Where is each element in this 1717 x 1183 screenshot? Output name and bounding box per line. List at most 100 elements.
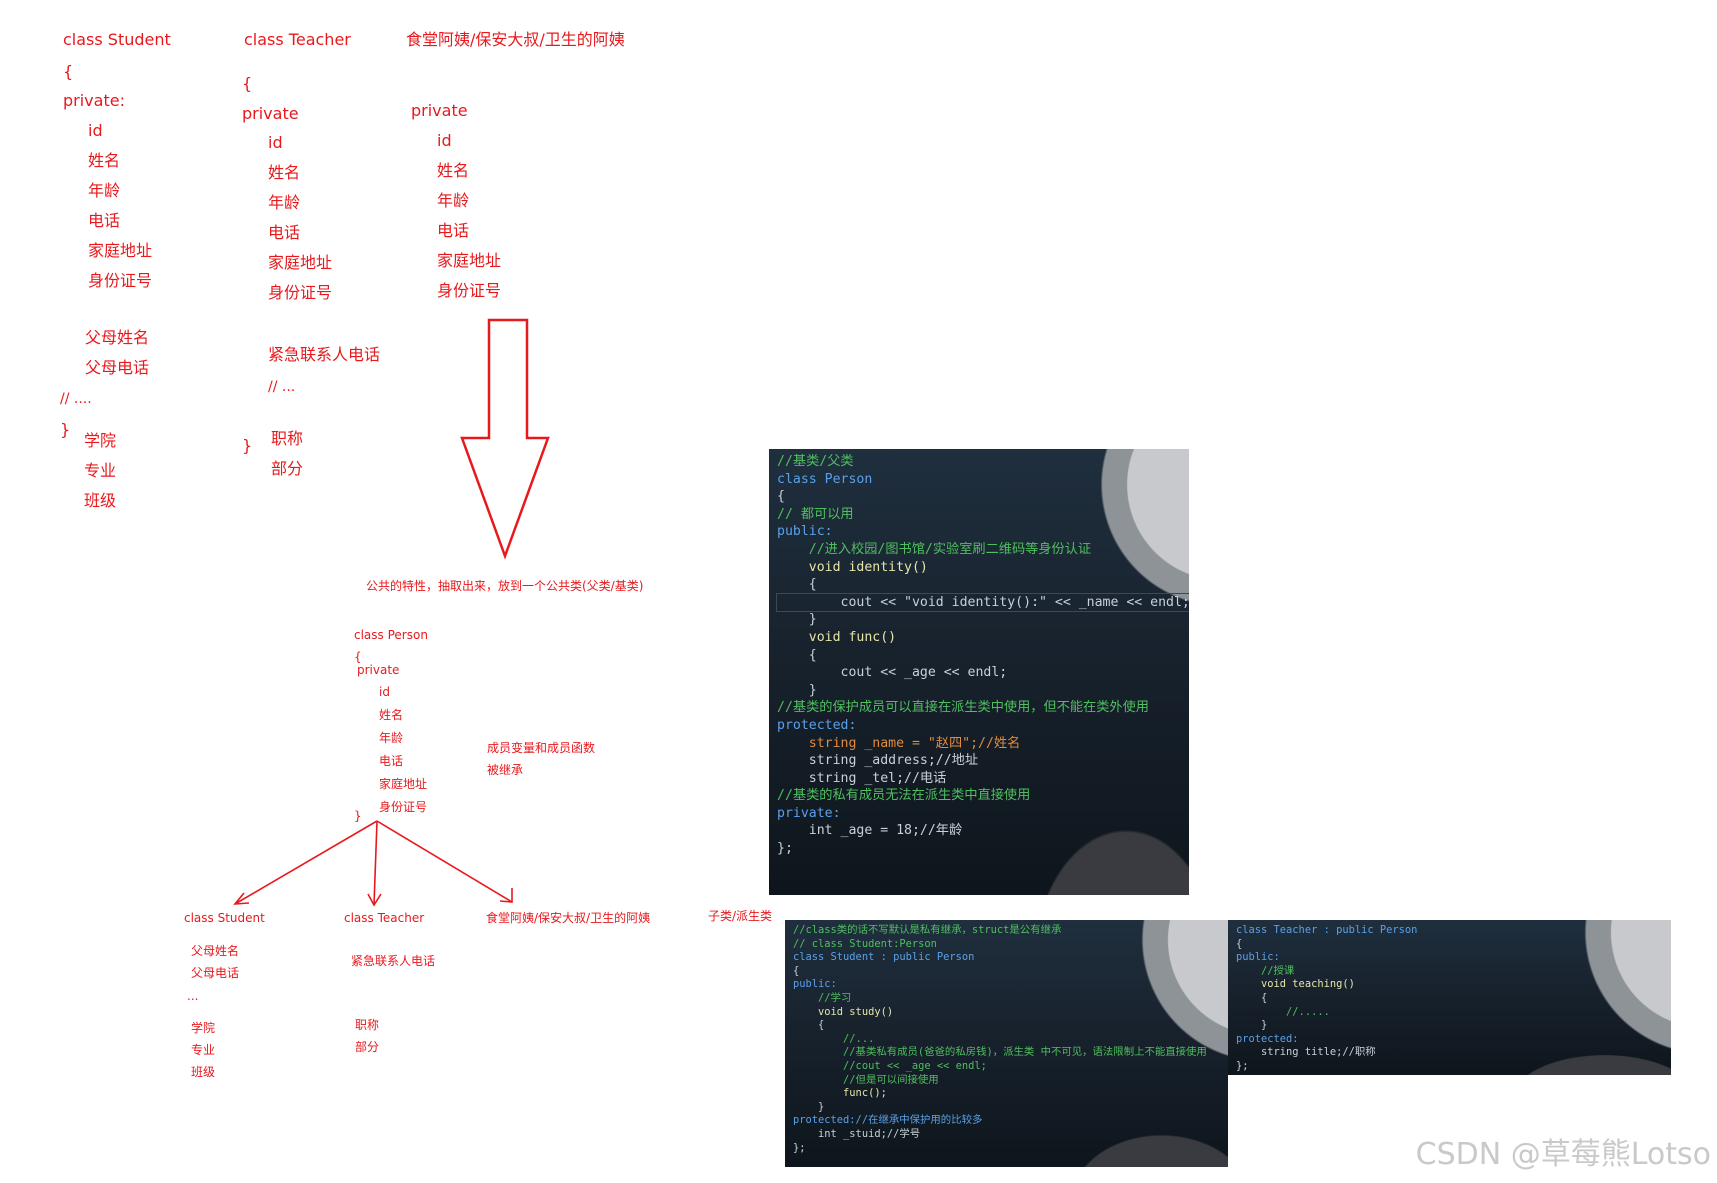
student-field: 年龄 <box>88 181 121 200</box>
teacher-field: 电话 <box>268 223 301 242</box>
child-student-item: 父母电话 <box>191 966 240 980</box>
code-line: string _name = "赵四";//姓名 <box>777 735 1021 751</box>
code-line: class Teacher : public Person <box>1236 924 1418 936</box>
student-tail: 专业 <box>84 461 117 480</box>
code-line: { <box>777 577 817 593</box>
teacher-field: 家庭地址 <box>268 253 333 272</box>
person-note: 成员变量和成员函数 <box>487 741 596 755</box>
code-line: public: <box>777 524 833 540</box>
code-line: //..... <box>1236 1005 1330 1018</box>
child-student-item: 班级 <box>191 1065 216 1079</box>
code-line: //学习 <box>793 991 852 1004</box>
person-field: id <box>379 685 390 699</box>
student-title: class Student <box>63 30 171 49</box>
staff-field: 年龄 <box>437 191 470 210</box>
derived-class-label: 子类/派生类 <box>708 909 773 923</box>
code-line: // class Student:Person <box>793 937 937 950</box>
student-extra: 父母电话 <box>85 358 150 377</box>
code-line: private: <box>777 805 841 821</box>
child-student-item: 专业 <box>191 1043 216 1057</box>
teacher-field: id <box>268 133 283 152</box>
branch-line-student <box>234 820 378 905</box>
code-line: int _stuid;//学号 <box>793 1127 921 1140</box>
code-line: func(); <box>793 1087 887 1100</box>
code-line: cout << _age << endl; <box>777 665 1008 681</box>
code-line: protected: <box>777 717 857 733</box>
person-field: 身份证号 <box>379 800 428 814</box>
code-panel-teacher: class Teacher : public Person{public: //… <box>1228 920 1671 1075</box>
person-access: private <box>357 663 400 677</box>
code-line: } <box>777 682 817 698</box>
code-line: }; <box>777 841 793 857</box>
teacher-field: 年龄 <box>268 193 301 212</box>
student-access: private: <box>63 91 125 110</box>
child-teacher-item: 部分 <box>355 1040 380 1054</box>
staff-field: 家庭地址 <box>437 251 502 270</box>
code-line: string title;//职称 <box>1236 1046 1376 1059</box>
code-line: //基类私有成员(爸爸的私房钱)，派生类 中不可见，语法限制上不能直接使用 <box>793 1046 1207 1059</box>
student-field: id <box>88 121 103 140</box>
student-tail: 班级 <box>84 491 117 510</box>
teacher-close-brace: } <box>242 436 253 455</box>
code-line: protected://在继承中保护用的比较多 <box>793 1114 983 1127</box>
staff-field: id <box>437 131 452 150</box>
teacher-title: class Teacher <box>244 30 351 49</box>
teacher-tail: 职称 <box>271 429 304 448</box>
person-close-brace: } <box>354 809 362 823</box>
code-line: } <box>793 1100 825 1113</box>
person-field: 年龄 <box>379 731 404 745</box>
code-line: }; <box>1236 1059 1249 1072</box>
person-title: class Person <box>354 628 428 642</box>
code-line: class Person <box>777 471 873 487</box>
person-field: 电话 <box>379 754 404 768</box>
person-note: 被继承 <box>487 763 524 777</box>
person-field: 家庭地址 <box>379 777 428 791</box>
code-line: //进入校园/图书馆/实验室刷二维码等身份认证 <box>777 541 1092 557</box>
code-line: public: <box>793 978 837 991</box>
code-line: string _tel;//电话 <box>777 770 947 786</box>
child-student-title: class Student <box>184 911 265 925</box>
student-field: 电话 <box>88 211 121 230</box>
down-arrow <box>460 318 550 560</box>
code-line: //基类的保护成员可以直接在派生类中使用，但不能在类外使用 <box>777 700 1149 716</box>
code-line: void identity() <box>777 559 928 575</box>
code-line: //class类的话不写默认是私有继承，struct是公有继承 <box>793 924 1062 936</box>
code-line: //基类/父类 <box>777 454 854 469</box>
code-panel-student: //class类的话不写默认是私有继承，struct是公有继承// class … <box>785 920 1228 1167</box>
teacher-access: private <box>242 104 299 123</box>
code-line: { <box>793 1019 825 1032</box>
code-line: //... <box>793 1032 875 1045</box>
watermark: CSDN @草莓熊Lotso <box>1415 1137 1711 1172</box>
code-line-highlighted: cout << "void identity():" << _name << e… <box>776 592 1189 613</box>
code-line: { <box>777 489 785 505</box>
code-line: //cout << _age << endl; <box>793 1059 987 1072</box>
child-staff-title: 食堂阿姨/保安大叔/卫生的阿姨 <box>486 911 651 925</box>
staff-field: 身份证号 <box>437 281 502 300</box>
student-open-brace: { <box>63 62 74 81</box>
branch-head-student <box>233 892 250 905</box>
common-note: 公共的特性，抽取出来，放到一个公共类(父类/基类) <box>366 579 644 593</box>
child-student-item: 学院 <box>191 1021 216 1035</box>
student-extra: 父母姓名 <box>85 328 150 347</box>
code-line: { <box>793 964 800 977</box>
person-field: 姓名 <box>379 708 404 722</box>
teacher-extra: 紧急联系人电话 <box>268 345 381 364</box>
code-line: } <box>777 612 817 628</box>
code-line: protected: <box>1236 1032 1299 1045</box>
staff-field: 姓名 <box>437 161 470 180</box>
staff-title: 食堂阿姨/保安大叔/卫生的阿姨 <box>406 30 625 49</box>
teacher-field: 身份证号 <box>268 283 333 302</box>
branch-head-teacher <box>367 893 382 907</box>
code-line: { <box>777 647 817 663</box>
child-student-item: ... <box>187 989 199 1003</box>
child-teacher-item: 职称 <box>355 1018 380 1032</box>
student-close-brace: } <box>60 420 71 439</box>
student-field: 家庭地址 <box>88 241 153 260</box>
branch-head-staff <box>499 888 513 903</box>
child-teacher-item: 紧急联系人电话 <box>351 954 436 968</box>
teacher-etc: // ... <box>268 379 296 395</box>
student-field: 身份证号 <box>88 271 153 290</box>
code-line: void study() <box>793 1005 894 1018</box>
